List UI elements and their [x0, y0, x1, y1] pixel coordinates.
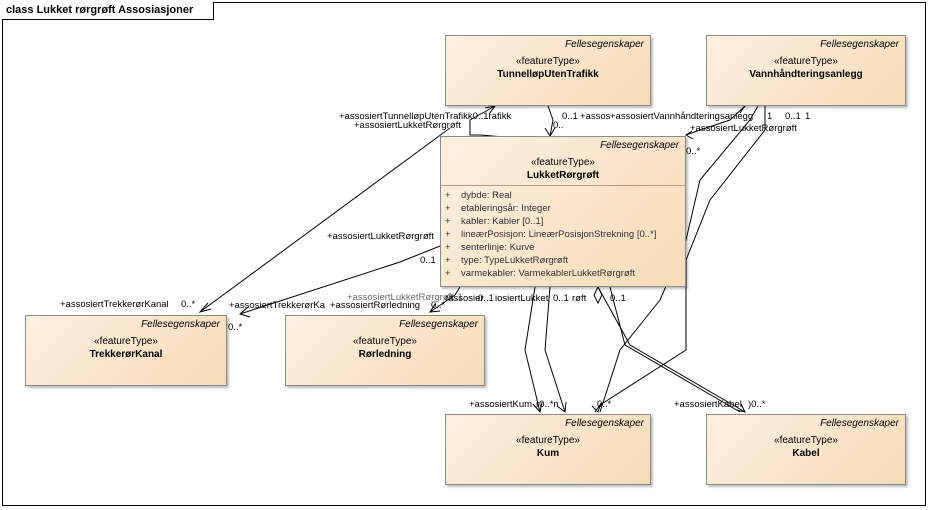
attribute-row: +type: TypeLukketRørgrøft [445, 255, 569, 266]
stereotype-label: «featureType» [774, 56, 838, 67]
class-rorledning[interactable]: Fellesegenskaper «featureType» Rørlednin… [285, 315, 485, 386]
package-label: Fellesegenskaper [820, 39, 899, 50]
assoc-lukket-kum [524, 286, 541, 413]
role-label: +assosiertVannhåndteringsanlegg [610, 111, 754, 122]
attribute-row: +kabler: Kabler [0..1] [445, 216, 544, 227]
multiplicity-label: 0..* [431, 300, 446, 311]
attribute-row: +lineærPosisjon: LineærPosisjonStrekning… [445, 229, 657, 240]
assoc-vann-lukket [685, 105, 746, 136]
multiplicity-label: 0..* [228, 322, 243, 333]
role-label: +assosiertKabel [674, 399, 742, 410]
role-label: røft [572, 293, 587, 304]
class-vannhandteringsanlegg[interactable]: Fellesegenskaper «featureType» Vannhåndt… [706, 35, 906, 106]
assoc-lukket-ror [429, 286, 461, 313]
assoc-lukket-trekker [199, 127, 451, 313]
class-trekkerorkanal[interactable]: Fellesegenskaper «featureType» Trekkerør… [25, 315, 227, 386]
multiplicity-label: 0..1 [553, 293, 569, 304]
class-lukket-rorgroft[interactable]: Fellesegenskaper «featureType» LukketRør… [440, 136, 686, 287]
stereotype-label: «featureType» [774, 435, 838, 446]
assoc-vann-kum [599, 105, 759, 413]
package-label: Fellesegenskaper [141, 319, 220, 330]
multiplicity-label: 0..1 [562, 111, 578, 122]
class-name: Kum [536, 448, 560, 459]
package-label: Fellesegenskaper [600, 140, 679, 151]
class-name: LukketRørgrøft [526, 170, 600, 181]
attribute-row: +etableringsår: Integer [445, 203, 551, 214]
class-name: Rørledning [358, 349, 412, 360]
attribute-row: +senterlinje: Kurve [445, 242, 535, 253]
multiplicity-label: 0..* [181, 299, 196, 310]
role-label: iosiertLukket [495, 293, 549, 304]
multiplicity-label: 0..1 [785, 111, 801, 122]
role-label: rassosier [445, 293, 484, 304]
stereotype-label: «featureType» [516, 56, 580, 67]
role-label: +assosiertLukketRørgrøft [327, 231, 434, 242]
class-name: Vannhåndteringsanlegg [749, 69, 863, 80]
multiplicity-label: )0..* [748, 399, 766, 410]
role-label: +assosiertLukketRørgrøft [347, 292, 454, 303]
multiplicity-label: 1 [767, 111, 773, 122]
multiplicity-label: 0..* [597, 399, 612, 410]
diagram-title: class Lukket rørgrøft Assosiasjoner [2, 2, 215, 20]
class-name: Kabel [792, 448, 820, 459]
multiplicity-label: 0..1 [447, 292, 463, 303]
role-label: +assosiertTrekkerørKa [229, 300, 325, 311]
attribute-list: +dybde: Real +etableringsår: Integer +ka… [445, 189, 681, 280]
attribute-row: +dybde: Real [445, 190, 512, 201]
class-kabel[interactable]: Fellesegenskaper «featureType» Kabel [706, 414, 906, 485]
role-label: +assosiertKum [469, 399, 533, 410]
stereotype-label: «featureType» [531, 157, 595, 168]
stereotype-label: «featureType» [353, 336, 417, 347]
multiplicity-label: 0.. [553, 120, 564, 131]
role-label: +assosiertLukketRørgrøft [690, 123, 797, 134]
class-name: TunnelløpUtenTrafikk [497, 69, 599, 80]
assoc-lukket-kabel-2 [609, 286, 741, 413]
multiplicity-label: 0..1 [420, 255, 436, 266]
assoc-tunnel-lukket-2 [547, 105, 554, 137]
role-label: +assosiertTrekkerørKanal [60, 299, 169, 310]
package-label: Fellesegenskaper [399, 319, 478, 330]
multiplicity-label: 1 [805, 111, 811, 122]
multiplicity-label: 0..* [686, 146, 701, 157]
class-name: TrekkerørKanal [89, 349, 163, 360]
compartment-divider [441, 185, 685, 186]
package-label: Fellesegenskaper [565, 418, 644, 429]
class-tunnellop-uten-trafikk[interactable]: Fellesegenskaper «featureType» Tunnelløp… [445, 35, 651, 106]
role-label: +assos [580, 111, 611, 122]
stereotype-label: «featureType» [94, 336, 158, 347]
package-label: Fellesegenskaper [565, 39, 644, 50]
class-kum[interactable]: Fellesegenskaper «featureType» Kum [445, 414, 651, 485]
assoc-lukket-kabel [597, 286, 746, 413]
stereotype-label: «featureType» [516, 435, 580, 446]
attribute-row: +varmekabler: VarmekablerLukketRørgrøft [445, 268, 636, 279]
multiplicity-label: 0..1 [478, 293, 494, 304]
role-label: +assosiertTunnelløpUtenTrafikk0..1rafikk [339, 111, 512, 122]
role-label: +assosiertRørledning [330, 300, 421, 311]
assoc-lukket-trekker-2 [239, 245, 441, 315]
multiplicity-label: 0..1 [610, 293, 626, 304]
multiplicity-label: r0..*n [536, 399, 559, 410]
package-label: Fellesegenskaper [820, 418, 899, 429]
assoc-lukket-kum-2 [544, 286, 566, 413]
role-label: +assosiertLukketRørgrøft [354, 120, 461, 131]
